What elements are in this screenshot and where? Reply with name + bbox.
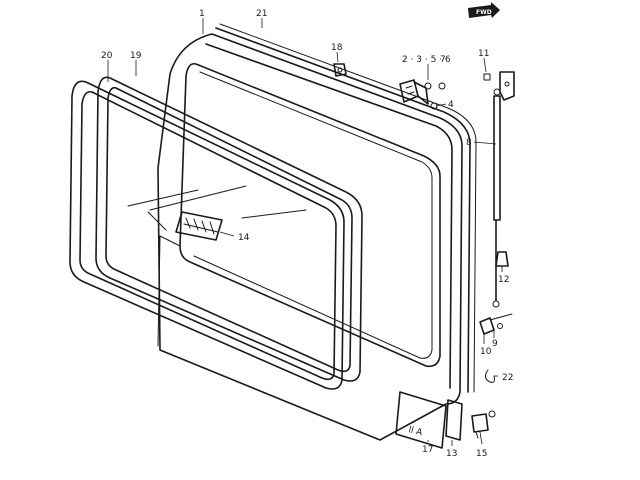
spring-clip xyxy=(484,369,495,383)
label-part-17: 17 xyxy=(422,445,433,455)
label-part-7: 7 xyxy=(440,55,446,65)
license-plate-garnish: ll A xyxy=(395,391,447,449)
label-part-21: 21 xyxy=(256,9,267,19)
label-part-10: 10 xyxy=(480,347,492,357)
back-door-glass xyxy=(69,80,345,390)
label-part-18: 18 xyxy=(331,43,343,53)
label-part-19: 19 xyxy=(130,51,142,61)
clip-part xyxy=(333,63,347,77)
label-part-8: 8 xyxy=(466,138,472,148)
leader-lines xyxy=(107,18,503,446)
label-part-2-3-5-6: 2 · 3 · 5 · 6 xyxy=(402,55,451,65)
door-weatherstrip xyxy=(215,23,477,393)
label-part-12: 12 xyxy=(498,275,509,285)
bumper-stopper xyxy=(495,251,509,267)
label-part-9: 9 xyxy=(492,339,498,349)
label-part-20: 20 xyxy=(101,51,113,61)
label-part-14: 14 xyxy=(238,233,250,243)
label-part-22: 22 xyxy=(502,373,513,383)
label-part-4: 4 xyxy=(448,100,454,110)
fwd-arrow-icon: FWD xyxy=(468,2,500,18)
fwd-text: FWD xyxy=(476,9,492,16)
emblem-ornament xyxy=(175,211,223,241)
label-part-15: 15 xyxy=(476,449,487,459)
label-part-13: 13 xyxy=(446,449,457,459)
hinge-assembly xyxy=(399,79,446,110)
plate-text: ll A xyxy=(407,425,424,438)
lower-bracket-parts xyxy=(479,313,513,335)
door-latch xyxy=(471,410,496,439)
label-part-11: 11 xyxy=(478,49,489,59)
label-part-1: 1 xyxy=(199,9,205,19)
plate-bracket xyxy=(445,399,463,441)
damper-bracket xyxy=(483,71,515,101)
gas-strut-damper xyxy=(492,88,501,308)
